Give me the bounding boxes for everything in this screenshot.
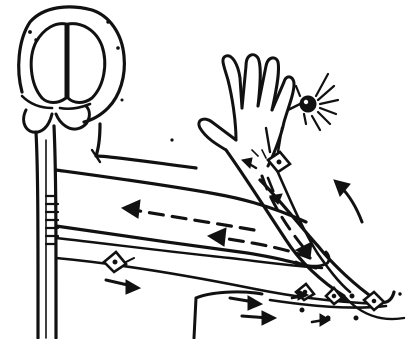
arrow-icon: [334, 180, 362, 222]
body-outline: [92, 124, 262, 338]
dashed-arrow-upper-arm: [122, 200, 254, 230]
brain-icon: [19, 7, 125, 132]
arrow-icon: [242, 311, 276, 325]
neuron-icon: [268, 152, 290, 172]
hand-icon: [199, 55, 294, 166]
starburst-icon: [288, 74, 338, 130]
spinal-cord-icon: [36, 126, 58, 338]
neuron-icon: [104, 252, 134, 272]
arrow-icon: [106, 280, 140, 294]
arrow-icon: [242, 158, 256, 168]
arrow-icon: [230, 296, 262, 310]
